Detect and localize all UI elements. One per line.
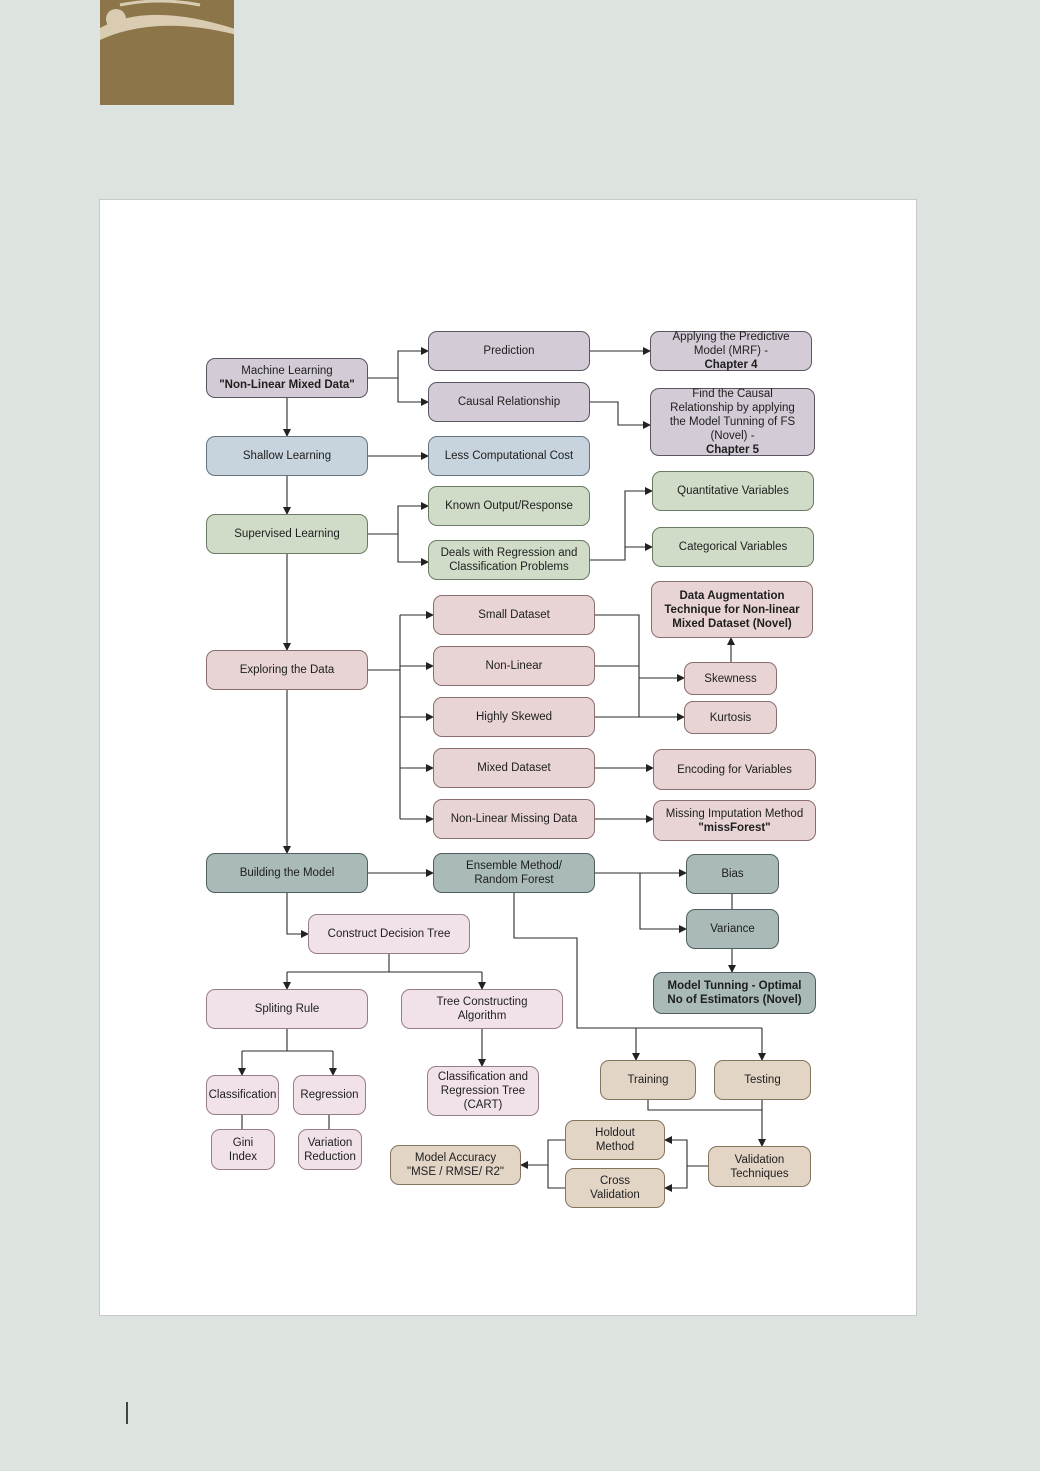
node-shallow-learning: Shallow Learning bbox=[206, 436, 368, 476]
logo bbox=[100, 0, 234, 105]
node-training: Training bbox=[600, 1060, 696, 1100]
node-classification: Classification bbox=[206, 1075, 279, 1115]
node-less-computational-cost: Less Computational Cost bbox=[428, 436, 590, 476]
connector-52 bbox=[664, 1166, 688, 1192]
connector-34 bbox=[286, 893, 309, 938]
connector-46 bbox=[513, 893, 762, 1029]
connector-1 bbox=[368, 347, 429, 379]
connector-2 bbox=[397, 378, 429, 406]
connector-10 bbox=[590, 487, 653, 561]
node-ensemble-method: Ensemble Method/Random Forest bbox=[433, 853, 595, 893]
connector-4 bbox=[590, 401, 651, 429]
node-non-linear: Non-Linear bbox=[433, 646, 595, 686]
node-non-linear-missing-data: Non-Linear Missing Data bbox=[433, 799, 595, 839]
figure-panel: Machine Learning"Non-Linear Mixed Data" … bbox=[99, 199, 917, 1316]
node-testing: Testing bbox=[714, 1060, 811, 1100]
connector-31 bbox=[639, 873, 687, 933]
node-highly-skewed: Highly Skewed bbox=[433, 697, 595, 737]
eye-logo-icon bbox=[100, 0, 234, 40]
node-bias: Bias bbox=[686, 854, 779, 894]
node-spliting-rule: Spliting Rule bbox=[206, 989, 368, 1029]
page-margin-mark bbox=[126, 1402, 128, 1424]
node-building-the-model: Building the Model bbox=[206, 853, 368, 893]
connector-layer bbox=[238, 347, 766, 1192]
node-skewness: Skewness bbox=[684, 662, 777, 695]
connector-20 bbox=[595, 614, 640, 717]
node-regression: Regression bbox=[293, 1075, 366, 1115]
node-prediction: Prediction bbox=[428, 331, 590, 371]
connector-8 bbox=[368, 502, 429, 535]
node-causal-relationship: Causal Relationship bbox=[428, 382, 590, 422]
node-supervised-learning: Supervised Learning bbox=[206, 514, 368, 554]
node-categorical-variables: Categorical Variables bbox=[652, 527, 814, 567]
node-model-accuracy: Model Accuracy"MSE / RMSE/ R2" bbox=[390, 1145, 521, 1185]
node-missing-imputation: Missing Imputation Method"missForest" bbox=[653, 800, 816, 841]
node-known-output: Known Output/Response bbox=[428, 486, 590, 526]
connector-9 bbox=[397, 534, 429, 566]
node-machine-learning: Machine Learning"Non-Linear Mixed Data" bbox=[206, 358, 368, 398]
node-variance: Variance bbox=[686, 909, 779, 949]
node-mixed-dataset: Mixed Dataset bbox=[433, 748, 595, 788]
node-small-dataset: Small Dataset bbox=[433, 595, 595, 635]
node-quantitative-variables: Quantitative Variables bbox=[652, 471, 814, 511]
connector-51 bbox=[664, 1136, 708, 1167]
node-exploring-the-data: Exploring the Data bbox=[206, 650, 368, 690]
node-encoding-for-variables: Encoding for Variables bbox=[653, 749, 816, 790]
connector-53 bbox=[547, 1139, 565, 1189]
connector-49 bbox=[647, 1100, 762, 1111]
node-construct-decision-tree: Construct Decision Tree bbox=[308, 914, 470, 954]
node-kurtosis: Kurtosis bbox=[684, 701, 777, 734]
